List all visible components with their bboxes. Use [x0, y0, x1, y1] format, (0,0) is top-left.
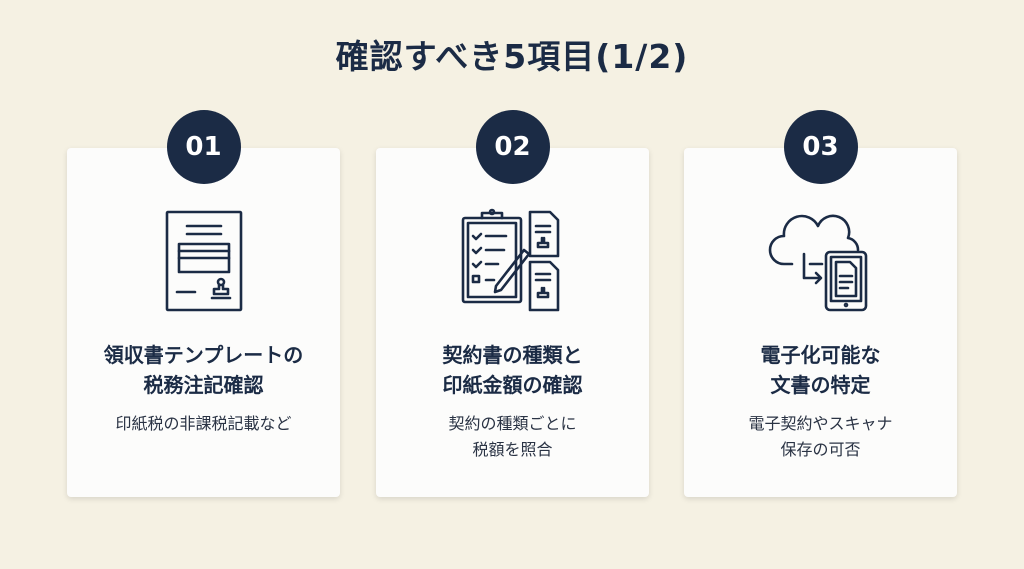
- card-heading: 領収書テンプレートの 税務注記確認: [67, 340, 340, 400]
- card-description: 印紙税の非課税記載など: [67, 411, 340, 437]
- step-number-badge: 02: [475, 110, 550, 184]
- page-title: 確認すべき5項目(1/2): [335, 37, 689, 76]
- card-contract-types: 02 契約書の種類と 印紙金額の確認 契約の種類ごとに 税額を照合: [376, 110, 649, 497]
- heading-line: 領収書テンプレートの: [103, 343, 304, 367]
- card-heading: 電子化可能な 文書の特定: [684, 340, 957, 400]
- heading-line: 文書の特定: [770, 373, 871, 397]
- description-line: 契約の種類ごとに: [448, 414, 577, 433]
- step-number-badge: 03: [783, 110, 858, 184]
- receipt-stamp-icon: [149, 206, 259, 316]
- description-line: 保存の可否: [780, 440, 861, 459]
- cloud-tablet-document-icon: [766, 206, 876, 316]
- heading-line: 契約書の種類と: [442, 343, 583, 367]
- heading-line: 電子化可能な: [760, 343, 881, 367]
- description-line: 印紙税の非課税記載など: [115, 414, 292, 433]
- card-heading: 契約書の種類と 印紙金額の確認: [376, 340, 649, 400]
- card-description: 契約の種類ごとに 税額を照合: [376, 411, 649, 463]
- heading-line: 印紙金額の確認: [442, 373, 583, 397]
- card-description: 電子契約やスキャナ 保存の可否: [684, 411, 957, 463]
- contract-checklist-icon: [458, 206, 568, 316]
- description-line: 電子契約やスキャナ: [748, 414, 893, 433]
- description-line: 税額を照合: [472, 440, 553, 459]
- card-digitizable-documents: 03 電子化可能な 文書の特定 電子契約やスキャナ 保存の可否: [684, 110, 957, 497]
- step-number-badge: 01: [166, 110, 241, 184]
- card-receipt-template: 01 領収書テンプレートの 税務注記確認 印紙税の非課税記載など: [67, 110, 340, 497]
- heading-line: 税務注記確認: [143, 373, 264, 397]
